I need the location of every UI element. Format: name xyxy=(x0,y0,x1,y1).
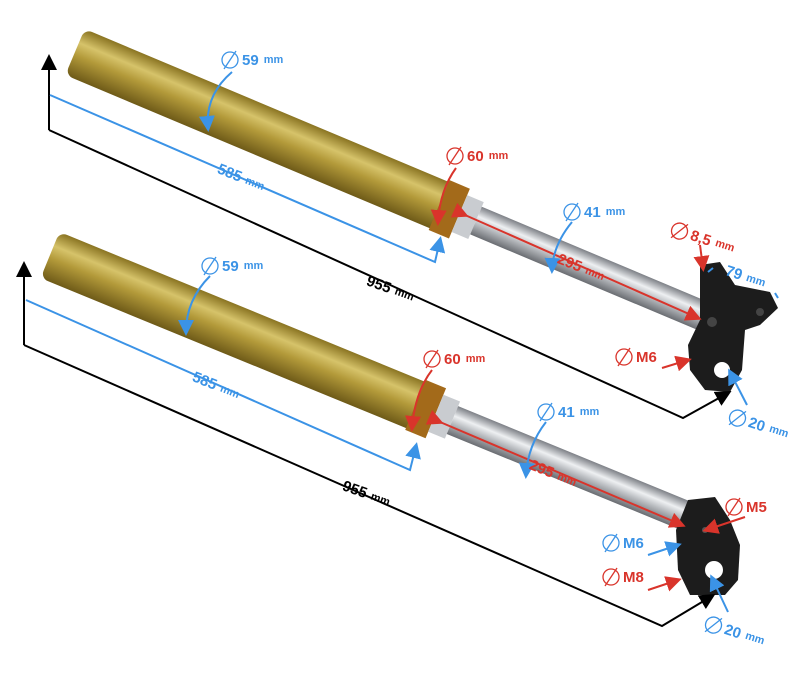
top-bolt-m6-label: M6 xyxy=(614,347,657,367)
outer-tube-bottom xyxy=(42,234,442,434)
bottom-bolt-m6-label: M6 xyxy=(601,533,644,553)
diameter-icon xyxy=(200,256,220,276)
bracket-top xyxy=(688,262,778,392)
diameter-icon xyxy=(724,497,744,517)
bottom-bolt-m5-label: M5 xyxy=(724,497,767,517)
diameter-icon xyxy=(701,612,726,637)
diameter-icon xyxy=(725,405,750,430)
inner-tube-bottom xyxy=(446,406,699,533)
diameter-icon xyxy=(601,567,621,587)
outer-tube-top xyxy=(67,31,465,234)
diameter-icon xyxy=(220,50,240,70)
diameter-icon xyxy=(445,146,465,166)
diameter-icon xyxy=(536,402,556,422)
diameter-icon xyxy=(562,202,582,222)
diameter-icon xyxy=(667,218,692,243)
diameter-icon xyxy=(614,347,634,367)
fork-bottom xyxy=(16,234,746,628)
diameter-icon xyxy=(422,349,442,369)
fork-top xyxy=(41,31,779,420)
diameter-icon xyxy=(601,533,621,553)
bottom-bolt-m8-label: M8 xyxy=(601,567,644,587)
